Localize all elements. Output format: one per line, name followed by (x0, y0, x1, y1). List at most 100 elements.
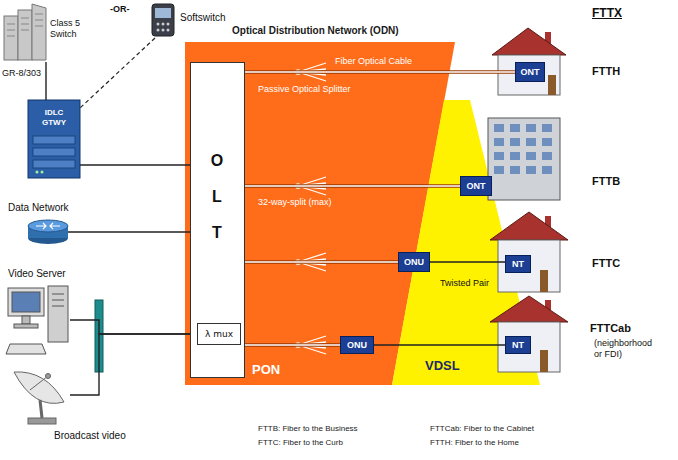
row-label: FTTCab (590, 322, 631, 334)
node-text: NT (512, 340, 524, 350)
node-text: Class 5 Switch (50, 18, 94, 40)
node-text: Softswitch (180, 12, 226, 24)
connector-line (374, 344, 505, 345)
gateway-node: IDLC GTWY (28, 100, 80, 178)
gateway-device (28, 100, 80, 178)
connector-line (430, 261, 505, 262)
server-icon (6, 286, 68, 354)
connector-line (68, 231, 190, 232)
switch-node: Class 5 Switch (2, 4, 48, 62)
mux-box: λ mux (197, 323, 241, 345)
onu-box: ONU (398, 252, 430, 272)
region-title: Optical Distribution Network (ODN) (232, 25, 399, 36)
node-text: ONT (521, 67, 540, 77)
connector-line (245, 185, 460, 187)
connector-line (80, 164, 190, 165)
fiber-outline (245, 184, 460, 187)
wire-connector (374, 345, 505, 346)
connector-line (245, 344, 340, 346)
fiber-cable (245, 262, 398, 263)
house-icon (490, 296, 568, 372)
label-holder: Fiber Optical Cable (335, 56, 412, 66)
fiber-cable (245, 186, 460, 187)
label-holder: -OR- (110, 4, 130, 14)
label-holder: (neighborhood or FDI) (594, 338, 660, 360)
label-holder: FTTCab (590, 322, 631, 334)
fiber-outline (245, 70, 515, 73)
edge-label: Fiber Optical Cable (335, 56, 412, 66)
router-icon (28, 220, 68, 244)
abbreviation-note: FTTCab: Fiber to the Cabinet (430, 424, 534, 433)
component-label: Passive Optical Splitter (258, 84, 351, 94)
node-text: λ mux (205, 329, 233, 339)
node-text: Data Network (8, 202, 69, 214)
row-label: FTTH (592, 65, 620, 77)
onu-box: ONU (340, 336, 374, 354)
fiber-cable (245, 345, 340, 346)
label-holder: Optical Distribution Network (ODN) (232, 25, 399, 36)
interface-label: GR-8/303 (2, 68, 41, 79)
wire-connector (46, 62, 47, 100)
fiber-outline (245, 343, 340, 346)
abbreviation-note: FTTB: Fiber to the Business (258, 424, 358, 433)
house-icon (490, 212, 568, 292)
nt-box: NT (505, 255, 531, 273)
connector-line (45, 62, 46, 100)
abbreviation-note: FTTH: Fiber to the Home (430, 438, 519, 447)
label-holder: 32-way-split (max) (258, 197, 332, 207)
label-holder: Twisted Pair (440, 278, 489, 289)
nt-box: NT (505, 336, 531, 354)
node-text: IDLC GTWY (36, 108, 72, 127)
separator-text: -OR- (110, 4, 130, 14)
ont-box: ONT (460, 176, 492, 196)
house-icon (492, 28, 566, 95)
label-holder: FTTH (592, 65, 620, 77)
building-icon (488, 118, 560, 200)
label-holder: FTTX (592, 6, 622, 20)
component-label: 32-way-split (max) (258, 197, 332, 207)
ont-box: ONT (515, 62, 545, 82)
wire-connector (430, 262, 505, 263)
node-text: O L T (209, 143, 225, 251)
abbreviation-note: FTTC: Fiber to the Curb (258, 438, 343, 447)
node-text: Broadcast video (54, 430, 126, 442)
label-holder: VDSL (425, 358, 460, 373)
label-holder: FTTH: Fiber to the Home (430, 438, 519, 447)
region-label: VDSL (425, 358, 460, 373)
wire-connector (70, 334, 197, 395)
node-text: ONU (347, 340, 367, 350)
label-holder: FTTC: Fiber to the Curb (258, 438, 343, 447)
node-text: ONT (467, 181, 486, 191)
node-text: ONU (404, 257, 424, 267)
router-node: Data Network (28, 220, 68, 244)
medium-label: Twisted Pair (440, 278, 489, 289)
connector-line (80, 38, 155, 108)
label-holder: FTTB (592, 175, 620, 187)
olt-box: O L T λ mux (190, 62, 245, 378)
fiber-outline (245, 260, 398, 263)
node-text: Video Server (8, 268, 66, 280)
dish-node: Broadcast video (8, 368, 70, 426)
label-holder: FTTCab: Fiber to the Cabinet (430, 424, 534, 433)
splitter-symbol (296, 63, 326, 354)
server-node: Video Server (6, 284, 70, 356)
wire-connector (70, 320, 197, 334)
connector-line (70, 334, 197, 395)
label-holder: PON (252, 362, 280, 377)
label-holder: FTTB: Fiber to the Business (258, 424, 358, 433)
connector-line (70, 320, 197, 334)
label-holder: GR-8/303 (2, 68, 41, 79)
region-label: PON (252, 362, 280, 377)
switch-icon (4, 4, 46, 60)
connector-line (245, 71, 515, 73)
column-heading: FTTX (592, 6, 622, 20)
softswitch-node: Softswitch (150, 2, 176, 38)
wire-connector (80, 165, 190, 166)
softswitch-icon (152, 4, 174, 36)
fiber-cable (245, 72, 515, 73)
label-holder: Passive Optical Splitter (258, 84, 351, 94)
